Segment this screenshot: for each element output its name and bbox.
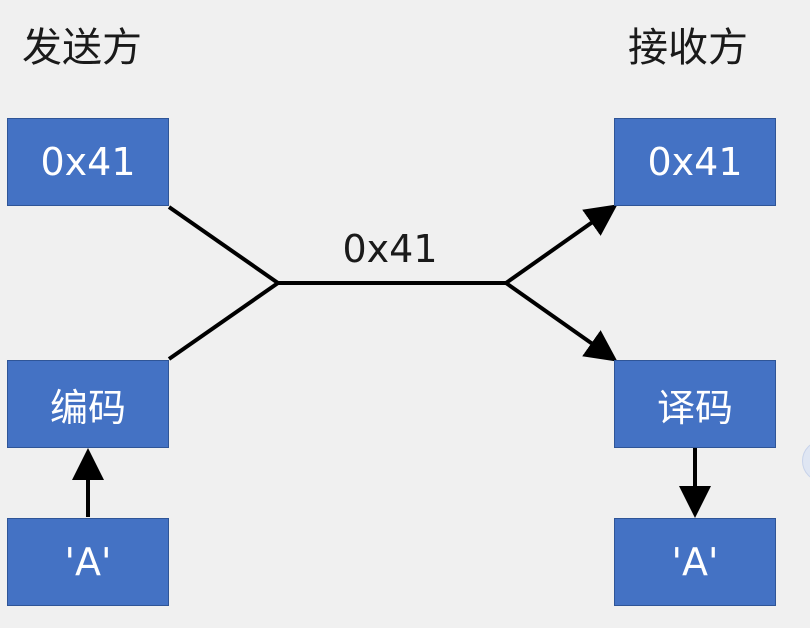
receiver-decode-arrow xyxy=(504,281,618,362)
sender-hex-wire xyxy=(167,205,280,285)
sender-hex-box: 0x41 xyxy=(7,118,169,206)
sender-title: 发送方 xyxy=(22,25,142,71)
receiver-title: 接收方 xyxy=(628,25,748,71)
encode-box: 编码 xyxy=(7,360,169,448)
sender-char-box: 'A' xyxy=(7,518,169,606)
receiver-hex-box: 0x41 xyxy=(614,118,776,206)
sender-encode-wire xyxy=(167,281,280,361)
decode-box: 译码 xyxy=(614,360,776,448)
receiver-hex-arrow xyxy=(504,204,618,285)
receiver-char-box: 'A' xyxy=(614,518,776,606)
channel-label: 0x41 xyxy=(342,227,438,271)
